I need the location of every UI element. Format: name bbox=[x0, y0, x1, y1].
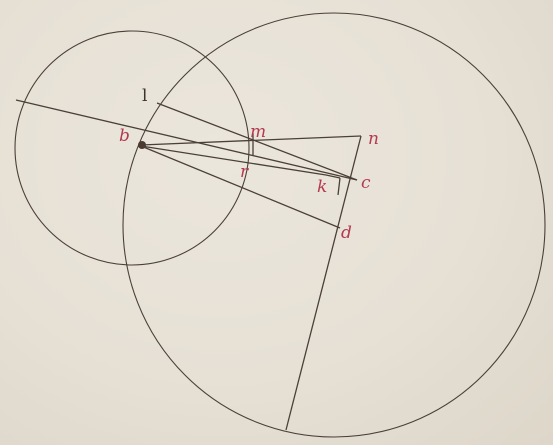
line-through-b-to-c bbox=[15, 99, 358, 181]
perp-mark-k-side bbox=[337, 177, 341, 196]
line-b-to-k bbox=[140, 145, 327, 176]
line-b-to-n bbox=[140, 135, 362, 146]
label-k: k bbox=[317, 177, 327, 197]
label-r: r bbox=[240, 162, 249, 182]
label-c: c bbox=[361, 173, 371, 193]
small-circle bbox=[14, 30, 250, 266]
perp-mark-k-top bbox=[325, 174, 341, 179]
line-b-to-d bbox=[140, 145, 341, 229]
large-circle bbox=[122, 12, 546, 438]
label-l: l bbox=[142, 86, 147, 106]
label-d: d bbox=[341, 223, 352, 243]
line-n-to-bottom bbox=[285, 135, 362, 431]
point-b-dot bbox=[138, 141, 146, 149]
label-n: n bbox=[368, 129, 379, 149]
line-l-to-c bbox=[156, 102, 358, 181]
label-m: m bbox=[250, 122, 266, 142]
label-b: b bbox=[119, 126, 130, 146]
